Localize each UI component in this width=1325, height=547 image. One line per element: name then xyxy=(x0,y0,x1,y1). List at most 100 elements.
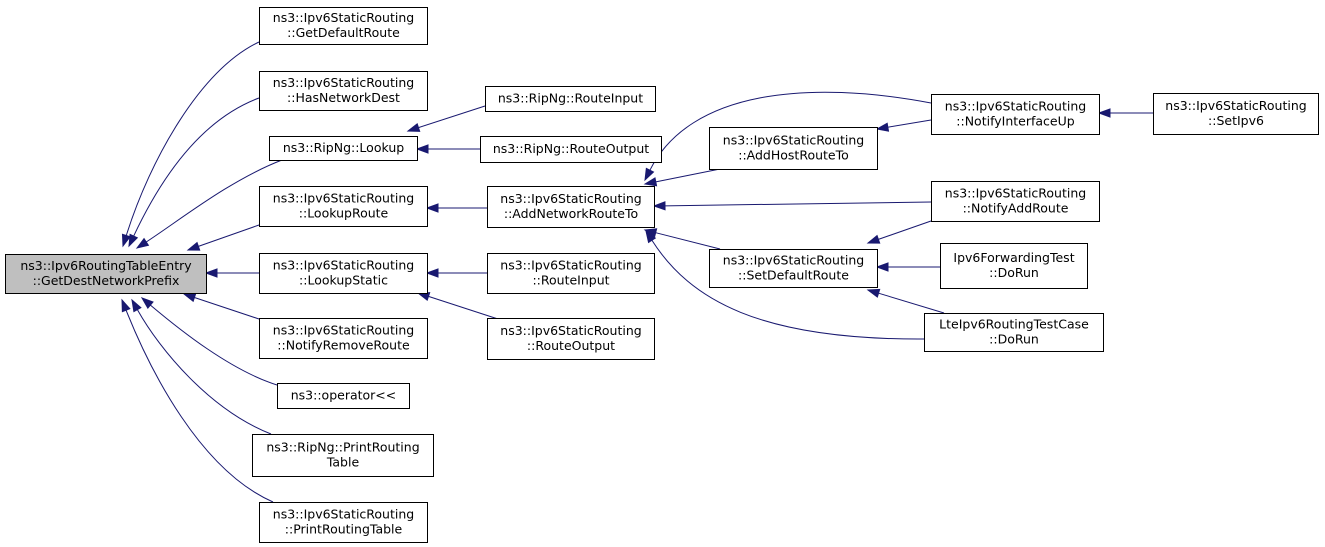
node-ripng-route-input[interactable]: ns3::RipNg::RouteInput xyxy=(485,86,656,112)
node-label-line: ns3::Ipv6StaticRouting xyxy=(500,323,641,338)
arrowhead xyxy=(643,177,658,187)
edge-notify-remove-route-to-root xyxy=(182,293,260,320)
node-label-line: ::NotifyAddRoute xyxy=(963,201,1069,216)
node-label-line: ns3::Ipv6StaticRouting xyxy=(273,75,414,90)
edge-has-network-dest-to-root xyxy=(128,97,260,248)
edge-lte-ipv6-routing-test-case-to-add-network-route-to xyxy=(645,229,925,340)
arrowhead xyxy=(652,201,666,211)
edge-notify-interface-up-to-add-network-route-to xyxy=(644,91,932,182)
node-operator-lt-lt[interactable]: ns3::operator<< xyxy=(277,383,410,409)
edge-add-host-route-to-to-add-network-route-to xyxy=(643,168,721,187)
node-notify-remove-route[interactable]: ns3::Ipv6StaticRouting::NotifyRemoveRout… xyxy=(259,318,428,359)
node-print-routing-table[interactable]: ns3::Ipv6StaticRouting::PrintRoutingTabl… xyxy=(259,502,428,543)
arrowhead xyxy=(875,262,889,272)
edge-ripng-lookup-to-root xyxy=(135,159,283,249)
node-lte-ipv6-routing-test-case[interactable]: LteIpv6RoutingTestCase::DoRun xyxy=(924,313,1104,352)
node-label-line: ::LookupRoute xyxy=(299,206,389,221)
node-label-line: ::PrintRoutingTable xyxy=(285,522,403,537)
nodes-layer: ns3::Ipv6RoutingTableEntry::GetDestNetwo… xyxy=(5,7,1319,543)
edge-notify-add-route-to-set-default-route xyxy=(866,220,932,244)
arrowhead xyxy=(131,298,142,313)
node-ripng-lookup[interactable]: ns3::RipNg::Lookup xyxy=(269,136,418,161)
arrowhead xyxy=(866,234,881,244)
node-ipv6-forwarding-test[interactable]: Ipv6ForwardingTest::DoRun xyxy=(940,243,1088,289)
arrowhead xyxy=(204,268,218,278)
node-label-line: ::SetDefaultRoute xyxy=(738,268,849,283)
node-label-line: ::RouteOutput xyxy=(527,338,615,353)
node-label-line: ns3::Ipv6StaticRouting xyxy=(723,253,864,268)
node-notify-add-route[interactable]: ns3::Ipv6StaticRouting::NotifyAddRoute xyxy=(931,181,1100,222)
node-label-line: ns3::RipNg::PrintRouting xyxy=(266,440,419,455)
edge-static-route-output-to-lookup-static xyxy=(416,292,499,320)
arrowhead xyxy=(643,228,658,238)
node-label-line: ns3::Ipv6StaticRouting xyxy=(723,133,864,148)
node-root[interactable]: ns3::Ipv6RoutingTableEntry::GetDestNetwo… xyxy=(5,254,207,294)
node-label-line: ::LookupStatic xyxy=(299,273,388,288)
arrowhead xyxy=(121,233,131,248)
node-label-line: ns3::Ipv6StaticRouting xyxy=(273,258,414,273)
node-label-line: ns3::RipNg::Lookup xyxy=(283,140,404,155)
edge-static-route-input-to-lookup-static xyxy=(425,268,487,278)
edge-notify-interface-up-to-add-host-route-to xyxy=(875,119,932,132)
node-label-line: ns3::Ipv6StaticRouting xyxy=(945,186,1086,201)
node-set-ipv6[interactable]: ns3::Ipv6StaticRouting::SetIpv6 xyxy=(1153,93,1319,135)
node-has-network-dest[interactable]: ns3::Ipv6StaticRouting::HasNetworkDest xyxy=(259,71,428,111)
edge-operator-lt-lt-to-root xyxy=(140,297,278,386)
node-label-line: ns3::Ipv6StaticRouting xyxy=(273,507,414,522)
arrowhead xyxy=(644,167,655,182)
arrowhead xyxy=(645,229,657,244)
node-label-line: ns3::RipNg::RouteInput xyxy=(498,91,643,106)
node-label-line: ::DoRun xyxy=(989,265,1039,280)
node-label-line: LteIpv6RoutingTestCase xyxy=(939,317,1089,332)
arrowhead xyxy=(406,122,421,132)
arrowhead xyxy=(425,268,439,278)
arrowhead xyxy=(182,293,197,303)
edge-set-default-route-to-add-network-route-to xyxy=(643,228,721,250)
arrowhead xyxy=(135,237,150,249)
edge-lookup-static-to-root xyxy=(204,268,259,278)
arrowhead xyxy=(415,144,429,154)
node-label-line: ns3::Ipv6RoutingTableEntry xyxy=(20,258,192,273)
node-label-line: Ipv6ForwardingTest xyxy=(953,250,1074,265)
node-add-network-route-to[interactable]: ns3::Ipv6StaticRouting::AddNetworkRouteT… xyxy=(487,186,655,228)
arrowhead xyxy=(121,298,131,313)
node-ripng-print-routing-table[interactable]: ns3::RipNg::PrintRoutingTable xyxy=(252,434,434,477)
node-set-default-route[interactable]: ns3::Ipv6StaticRouting::SetDefaultRoute xyxy=(709,249,878,288)
arrowhead xyxy=(1097,108,1111,118)
edge-ripng-route-input-to-ripng-lookup xyxy=(406,105,486,132)
edges-layer xyxy=(121,41,1153,503)
arrowhead xyxy=(875,122,890,132)
node-label-line: ns3::Ipv6StaticRouting xyxy=(500,191,641,206)
node-label-line: ::RouteInput xyxy=(532,273,609,288)
node-label-line: ::NotifyInterfaceUp xyxy=(956,114,1074,129)
arrowhead xyxy=(186,241,201,251)
arrowhead xyxy=(140,297,154,310)
edge-notify-add-route-to-add-network-route-to xyxy=(652,201,932,211)
node-lookup-static[interactable]: ns3::Ipv6StaticRouting::LookupStatic xyxy=(259,253,428,294)
node-static-route-output[interactable]: ns3::Ipv6StaticRouting::RouteOutput xyxy=(487,318,655,360)
node-ripng-route-output[interactable]: ns3::RipNg::RouteOutput xyxy=(480,136,662,163)
edge-lookup-route-to-root xyxy=(186,224,260,251)
node-label-line: ns3::Ipv6StaticRouting xyxy=(273,191,414,206)
arrowhead xyxy=(128,233,139,248)
node-label-line: ::HasNetworkDest xyxy=(287,90,400,105)
node-static-route-input[interactable]: ns3::Ipv6StaticRouting::RouteInput xyxy=(487,253,655,294)
edge-ripng-print-routing-table-to-root xyxy=(131,298,272,435)
node-add-host-route-to[interactable]: ns3::Ipv6StaticRouting::AddHostRouteTo xyxy=(709,127,878,170)
node-lookup-route[interactable]: ns3::Ipv6StaticRouting::LookupRoute xyxy=(259,186,428,227)
node-label-line: ::AddNetworkRouteTo xyxy=(504,206,638,221)
node-label-line: Table xyxy=(326,455,360,470)
node-label-line: ::AddHostRouteTo xyxy=(738,148,849,163)
node-notify-interface-up[interactable]: ns3::Ipv6StaticRouting::NotifyInterfaceU… xyxy=(931,94,1100,135)
node-label-line: ns3::Ipv6StaticRouting xyxy=(273,323,414,338)
node-label-line: ns3::RipNg::RouteOutput xyxy=(493,141,649,156)
edge-set-ipv6-to-notify-interface-up xyxy=(1097,108,1153,118)
node-label-line: ::DoRun xyxy=(989,332,1039,347)
node-label-line: ns3::Ipv6StaticRouting xyxy=(500,258,641,273)
node-get-default-route[interactable]: ns3::Ipv6StaticRouting::GetDefaultRoute xyxy=(259,7,428,45)
edge-lte-ipv6-routing-test-case-to-set-default-route xyxy=(866,288,945,314)
node-label-line: ns3::Ipv6StaticRouting xyxy=(273,10,414,25)
node-label-line: ns3::Ipv6StaticRouting xyxy=(1165,98,1306,113)
edge-ipv6-forwarding-test-to-set-default-route xyxy=(875,262,940,272)
